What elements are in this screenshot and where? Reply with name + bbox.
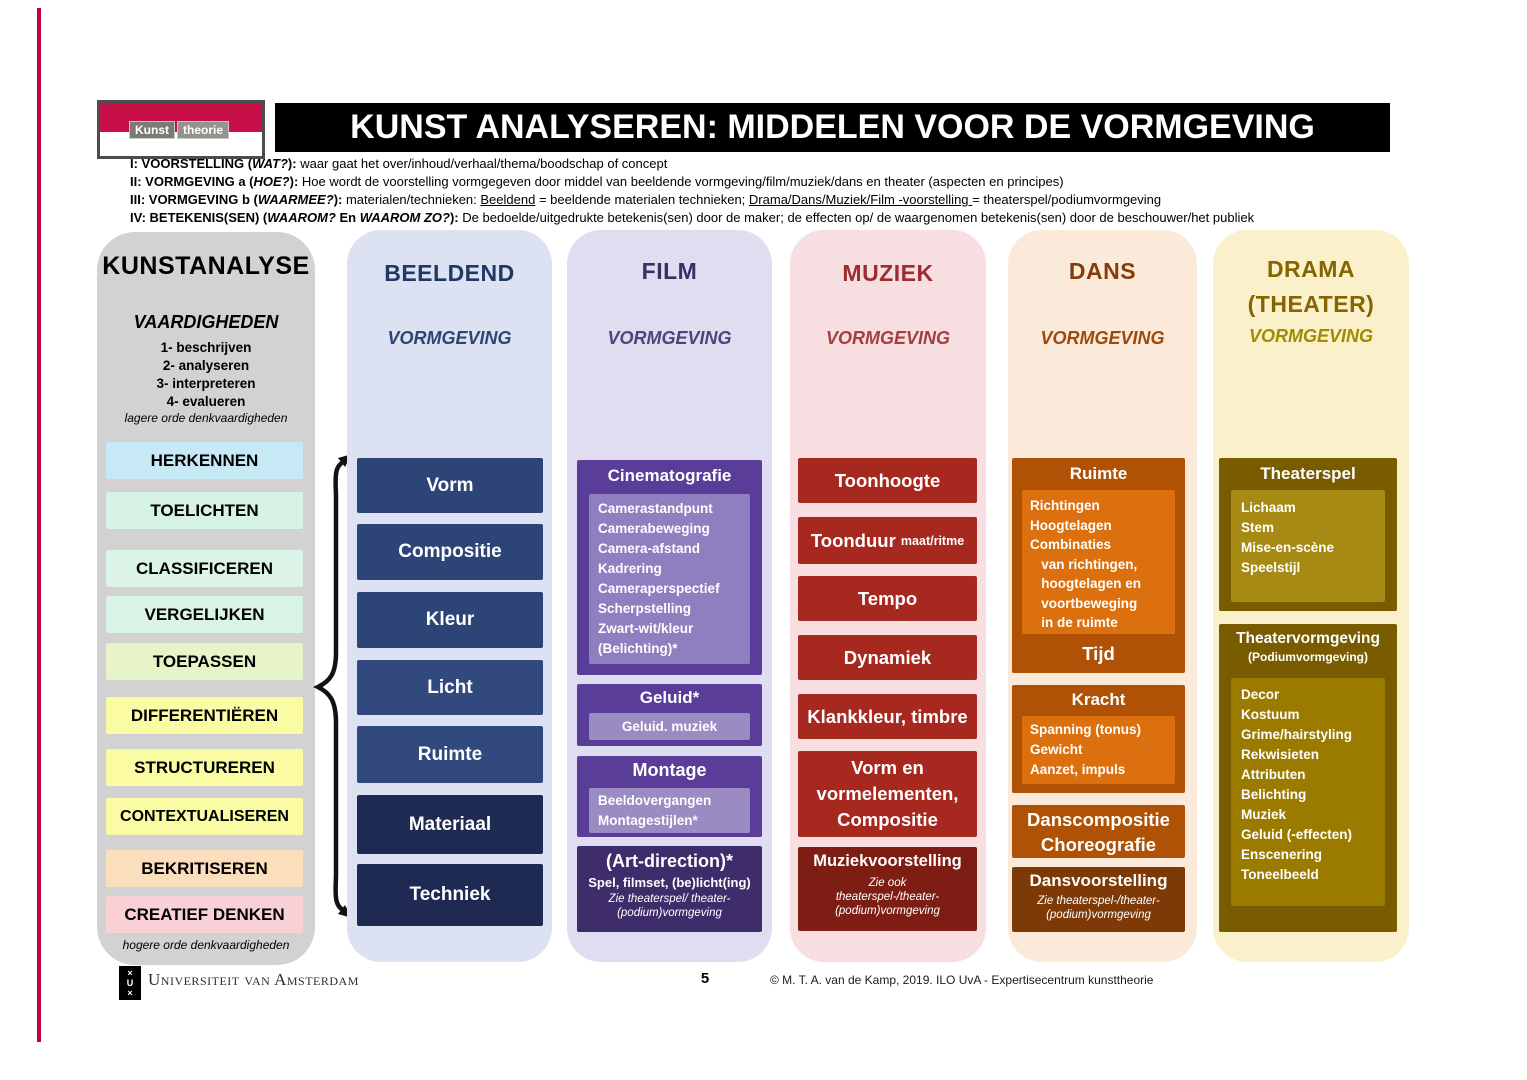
film-cinematografie-header: Cinematografie	[607, 466, 732, 485]
film-artdirection-header: (Art-direction)*	[606, 851, 733, 871]
dans-kracht-header: Kracht	[1071, 690, 1126, 709]
drama-theaterspel-items: Lichaam Stem Mise-en-scène Speelstijl	[1231, 490, 1385, 602]
beeldend-box-vorm: Vorm	[357, 458, 543, 513]
muziek-box-dynamiek: Dynamiek	[798, 635, 977, 680]
skill-box-vergelijken: VERGELIJKEN	[106, 596, 303, 633]
beeldend-subtitle: VORMGEVING	[387, 328, 512, 348]
drama-theaterspel-header: Theaterspel	[1260, 464, 1356, 483]
muziek-voorstelling-note: Zie ook theaterspel-/theater- (podium)vo…	[835, 877, 940, 917]
beeldend-box-compositie: Compositie	[357, 524, 543, 580]
dans-box-voorstelling	[1012, 867, 1185, 932]
intro-line-1: I: VOORSTELLING (WAT?): waar gaat het ov…	[130, 156, 668, 171]
intro-line-2: II: VORMGEVING a (HOE?): Hoe wordt de vo…	[130, 174, 1064, 189]
skill-box-bekritiseren: BEKRITISEREN	[106, 850, 303, 887]
muziek-subtitle: VORMGEVING	[825, 328, 950, 348]
beeldend-title: BEELDEND	[384, 260, 515, 286]
dans-kracht-items: Spanning (tonus) Gewicht Aanzet, impuls	[1022, 716, 1175, 784]
film-montage-header: Montage	[632, 760, 707, 780]
muziek-voorstelling-header: Muziekvoorstelling	[813, 852, 962, 870]
muziek-box-voorstelling	[798, 847, 977, 931]
kunstanalyse-skill-1: 1- beschrijven	[160, 340, 252, 355]
muziek-toonduur-main: Toonduur	[810, 529, 896, 551]
page-title: KUNST ANALYSEREN: MIDDELEN VOOR DE VORMG…	[275, 103, 1390, 152]
footer-university: Universiteit van Amsterdam	[148, 970, 359, 989]
muziek-box-klankkleur: Klankkleur, timbre	[798, 694, 977, 739]
beeldend-box-materiaal: Materiaal	[357, 795, 543, 854]
skill-box-classificeren: CLASSIFICEREN	[106, 550, 303, 587]
kunstanalyse-title: KUNSTANALYSE	[102, 252, 310, 280]
beeldend-box-licht: Licht	[357, 660, 543, 715]
logo-word-theorie: theorie	[177, 121, 230, 139]
muziek-title: MUZIEK	[842, 260, 934, 286]
film-title: FILM	[641, 258, 698, 284]
muziek-toonduur-sub: maat/ritme	[900, 533, 965, 548]
muziek-box-vorm: Vorm en vormelementen, Compositie	[798, 751, 977, 837]
kunsttheorie-logo: Kunst theorie	[97, 100, 265, 159]
kunstanalyse-skill-2: 2- analyseren	[162, 358, 250, 373]
dans-box-tijd: Tijd	[1012, 634, 1185, 673]
footer-copyright: © M. T. A. van de Kamp, 2019. ILO UvA - …	[770, 973, 1154, 987]
kunstanalyse-subtitle: VAARDIGHEDEN	[133, 312, 279, 332]
uva-logo-icon: × U ×	[119, 966, 141, 1000]
kunstanalyse-note-low: lagere orde denkvaardigheden	[124, 411, 288, 425]
kunstanalyse-skill-4: 4- evalueren	[166, 394, 246, 409]
film-geluid-header: Geluid*	[639, 688, 700, 707]
drama-title-theater: (THEATER)	[1247, 291, 1375, 317]
film-artdirection-sub: Spel, filmset, (be)licht(ing)	[588, 875, 751, 890]
muziek-box-toonduur: Toonduur maat/ritme	[798, 517, 977, 564]
skill-box-toelichten: TOELICHTEN	[106, 492, 303, 529]
drama-theatervormgeving-items: Decor Kostuum Grime/hairstyling Rekwisie…	[1231, 678, 1385, 906]
film-box-artdirection	[577, 846, 762, 932]
intro-line-3: III: VORMGEVING b (WAARMEE?): materialen…	[130, 192, 1162, 207]
kunstanalyse-note-high: hogere orde denkvaardigheden	[122, 938, 290, 952]
muziek-box-toonhoogte: Toonhoogte	[798, 458, 977, 503]
drama-title: DRAMA	[1266, 256, 1356, 282]
skill-box-structureren: STRUCTUREREN	[106, 749, 303, 786]
logo-word-kunst: Kunst	[129, 121, 175, 139]
drama-theatervormgeving-header: Theatervormgeving	[1236, 630, 1380, 647]
footer-page-number: 5	[700, 970, 710, 987]
skill-box-creatief-denken: CREATIEF DENKEN	[106, 896, 303, 933]
dans-voorstelling-note: Zie theaterspel-/theater- (podium)vormge…	[1037, 895, 1160, 921]
dans-voorstelling-header: Dansvoorstelling	[1029, 871, 1168, 890]
dans-ruimte-header: Ruimte	[1069, 464, 1128, 483]
beeldend-box-ruimte: Ruimte	[357, 726, 543, 783]
drama-theatervormgeving-sub: (Podiumvormgeving)	[1247, 650, 1368, 664]
film-montage-items: Beeldovergangen Montagestijlen*	[589, 788, 750, 833]
film-artdirection-note: Zie theaterspel/ theater- (podium)vormge…	[608, 893, 731, 919]
intro-line-4: IV: BETEKENIS(SEN) (WAAROM? En WAAROM ZO…	[130, 210, 1255, 225]
dans-ruimte-items: Richtingen Hoogtelagen Combinaties van r…	[1022, 490, 1175, 650]
page-edge-line	[37, 8, 41, 1042]
kunstanalyse-skill-3: 3- interpreteren	[156, 376, 256, 391]
beeldend-box-kleur: Kleur	[357, 592, 543, 648]
skill-box-contextualiseren: CONTEXTUALISEREN	[106, 798, 303, 835]
film-geluid-items: Geluid. muziek	[589, 713, 750, 740]
dans-subtitle: VORMGEVING	[1040, 328, 1165, 348]
muziek-box-tempo: Tempo	[798, 576, 977, 621]
drama-subtitle: VORMGEVING	[1248, 326, 1373, 346]
skill-box-differentieren: DIFFERENTIËREN	[106, 697, 303, 734]
skill-box-herkennen: HERKENNEN	[106, 442, 303, 479]
film-cinematografie-items: Camerastandpunt Camerabeweging Camera-af…	[589, 494, 750, 664]
film-subtitle: VORMGEVING	[607, 328, 732, 348]
dans-box-compositie: Danscompositie Choreografie	[1012, 805, 1185, 858]
skill-box-toepassen: TOEPASSEN	[106, 643, 303, 680]
beeldend-box-techniek: Techniek	[357, 864, 543, 926]
dans-title: DANS	[1068, 258, 1137, 284]
